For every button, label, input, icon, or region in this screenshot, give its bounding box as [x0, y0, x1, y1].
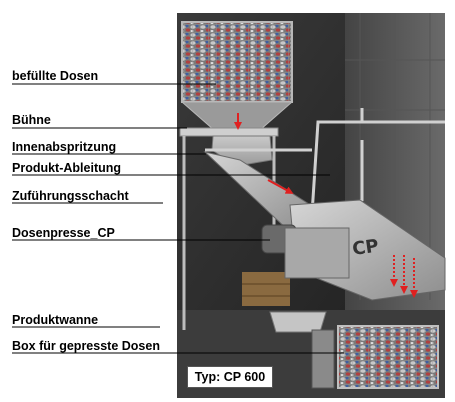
label-can-press: Dosenpresse_CP: [12, 226, 115, 240]
type-label: Typ: CP 600: [187, 366, 273, 388]
label-product-tray: Produktwanne: [12, 313, 99, 327]
label-product-discharge: Produkt-Ableitung: [12, 161, 122, 175]
label-filled-cans: befüllte Dosen: [12, 69, 99, 83]
leader-lines: [12, 83, 344, 354]
product-tray: [269, 311, 327, 333]
label-feed-chute: Zuführungsschacht: [12, 189, 129, 203]
label-pressed-cans-box: Box für gepresste Dosen: [12, 339, 160, 353]
cp-logo: CP: [351, 236, 380, 260]
pressed-cans-box: [337, 325, 439, 389]
label-inner-spraying: Innenabspritzung: [12, 140, 117, 154]
tray-support: [311, 329, 335, 389]
label-platform: Bühne: [12, 113, 51, 127]
press-gearbox: [284, 227, 350, 279]
flow-arrows: [234, 113, 418, 298]
pallet: [242, 272, 290, 306]
